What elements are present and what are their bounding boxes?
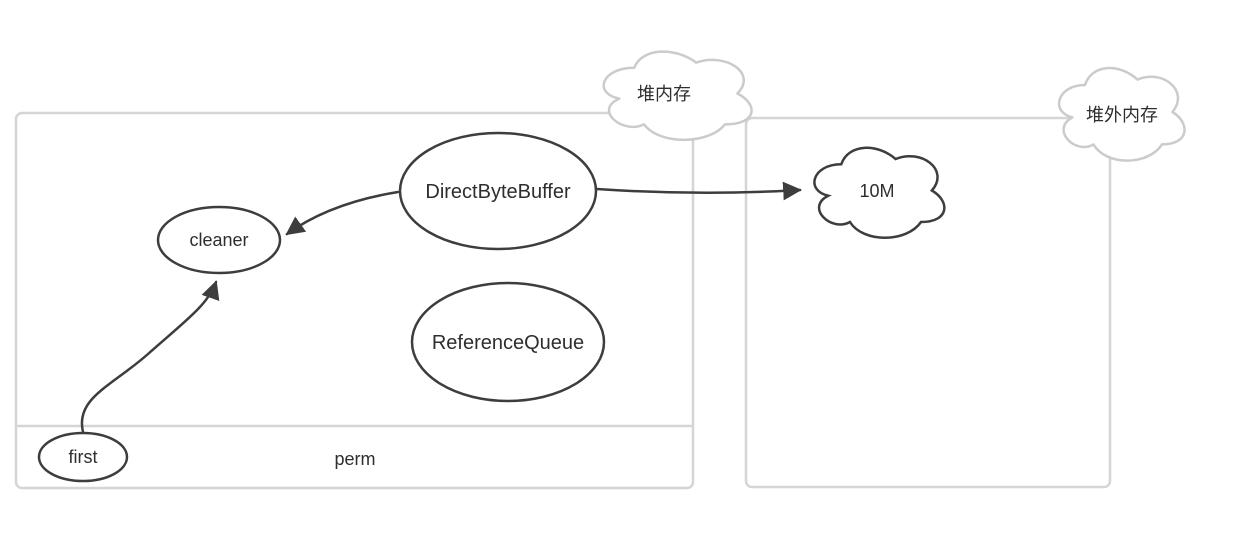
heap-box	[14, 111, 695, 490]
cleaner-label: cleaner	[189, 230, 248, 250]
directbytebuffer-node	[398, 131, 598, 251]
heap-container	[14, 111, 695, 490]
perm-strip-label: perm	[334, 449, 375, 469]
edge-first-to-cleaner	[80, 280, 220, 434]
offheap-box	[744, 116, 1112, 489]
heap-cloud-icon	[602, 50, 753, 141]
edge-directbytebuffer-to-cleaner	[285, 190, 400, 236]
cleaner-node	[156, 205, 282, 275]
offheap-cloud-icon	[1057, 66, 1186, 162]
edge-directbytebuffer-to-10m	[595, 181, 802, 201]
offheap-label: 堆外内存	[1086, 105, 1158, 125]
memory-block-cloud	[813, 146, 946, 239]
directbytebuffer-label: DirectByteBuffer	[425, 181, 571, 203]
referencequeue-label: ReferenceQueue	[432, 332, 584, 354]
memory-block-label: 10M	[859, 181, 894, 201]
heap-label: 堆内存	[637, 84, 691, 104]
referencequeue-node	[410, 281, 606, 403]
first-label: first	[69, 447, 98, 467]
first-node	[37, 431, 129, 483]
